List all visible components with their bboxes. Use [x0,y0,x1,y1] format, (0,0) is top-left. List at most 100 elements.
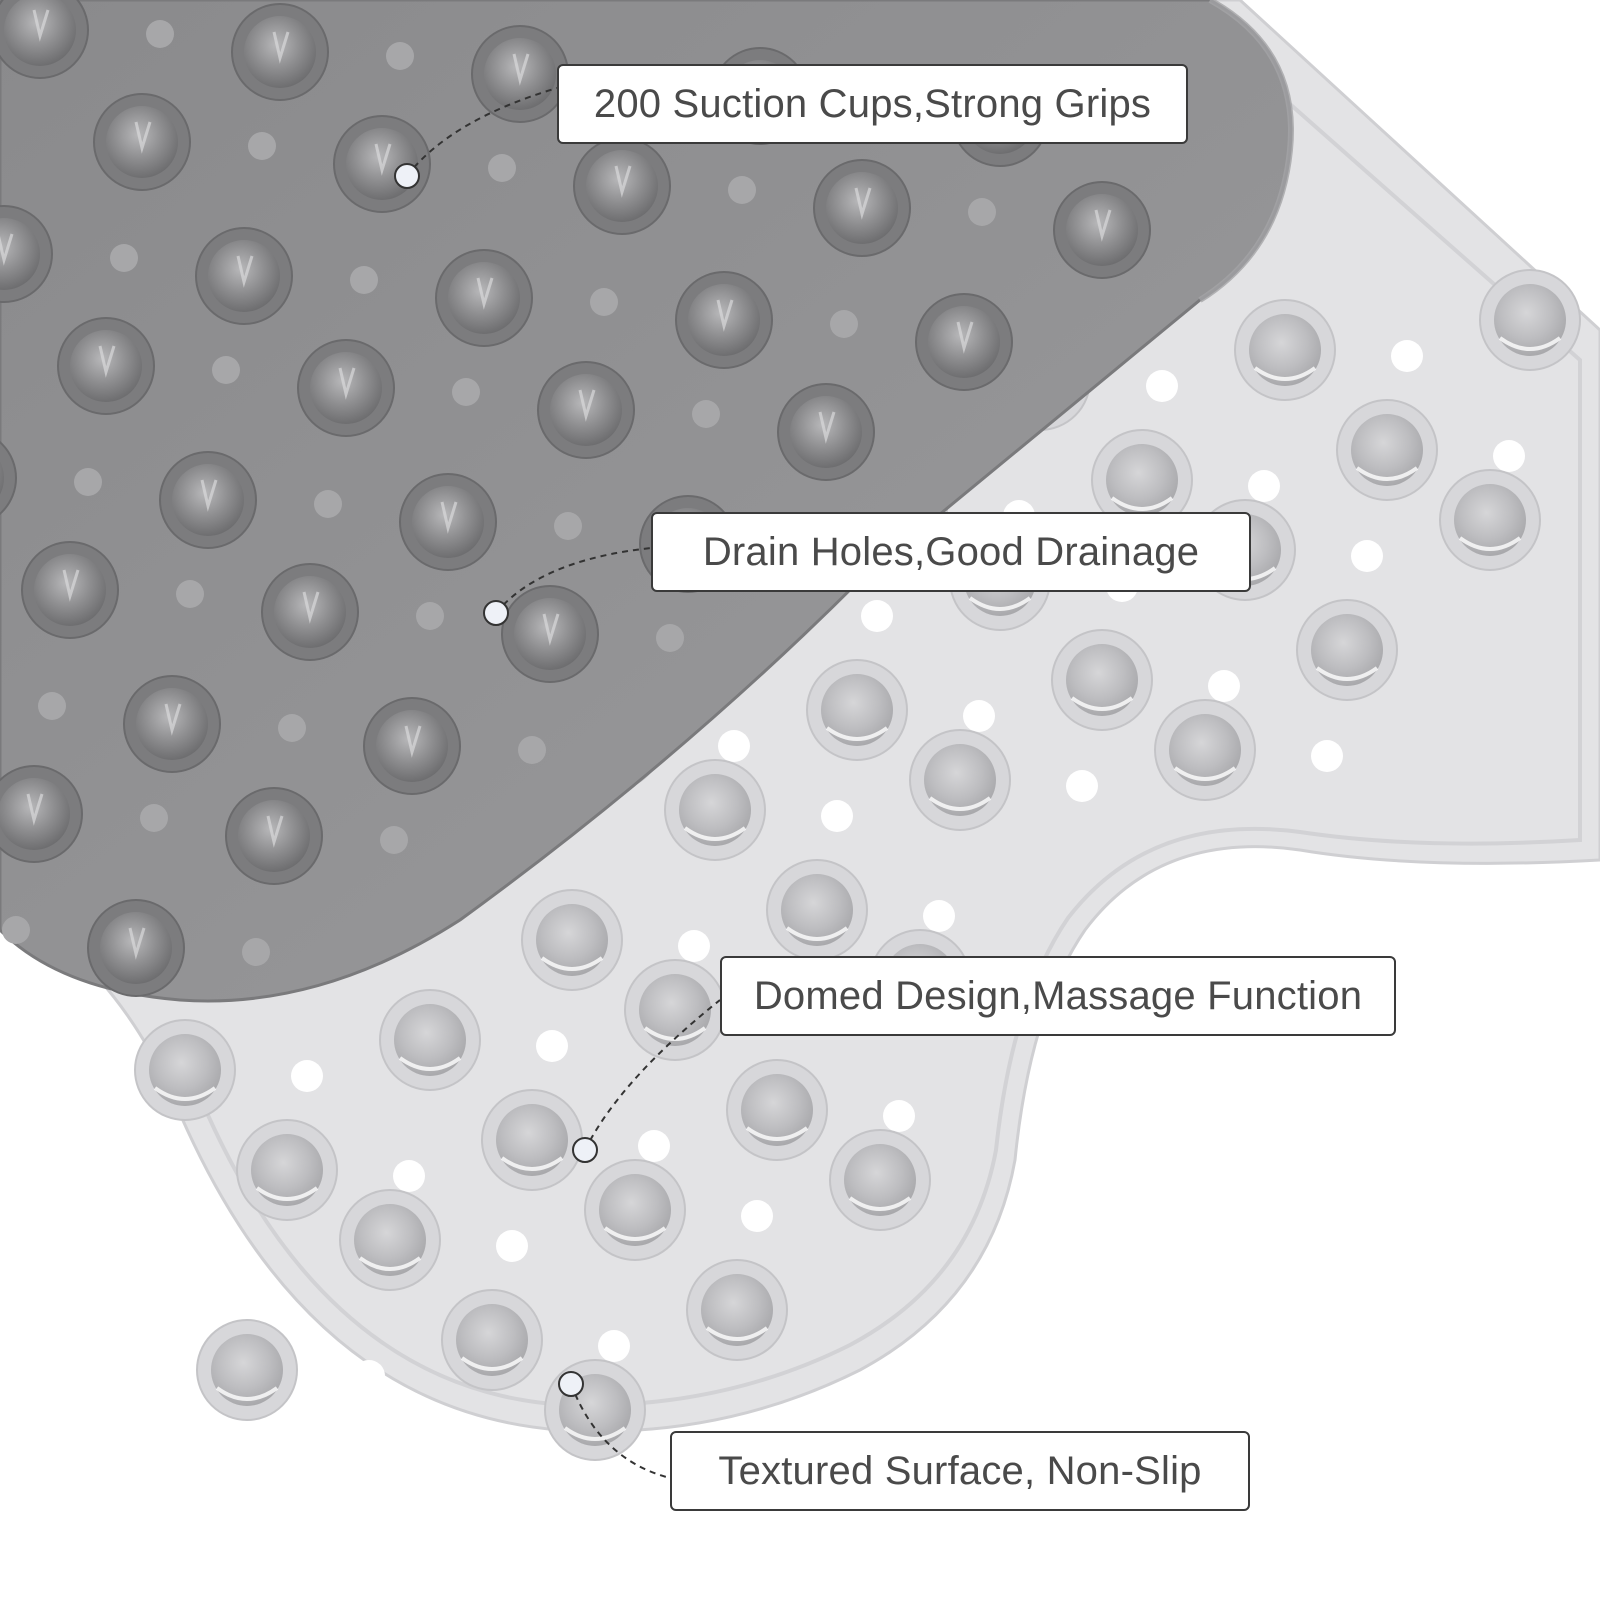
drain-hole-icon [656,624,684,652]
drain-hole-icon [496,1230,528,1262]
drain-hole-icon [861,600,893,632]
suction-cup-icon [333,115,431,213]
drain-hole-icon [38,692,66,720]
suction-cup-icon [123,675,221,773]
callout-textured-surface-label: Textured Surface, Non-Slip [718,1448,1202,1493]
suction-cup-icon [537,361,635,459]
drain-hole-icon [968,198,996,226]
drain-hole-icon [74,468,102,496]
drain-hole-icon [242,938,270,966]
suction-cup-icon [363,697,461,795]
leader-line-domed [584,999,721,1151]
suction-cup-icon [231,3,329,101]
callout-suction-cups-label: 200 Suction Cups,Strong Grips [593,81,1152,126]
drain-hole-icon [963,700,995,732]
dome-cup-icon [829,1129,931,1231]
drain-hole-icon [2,916,30,944]
dome-cup-icon [584,1159,686,1261]
leader-line-drain [495,547,652,614]
marker-textured-surface [558,1371,584,1397]
drain-hole-icon [452,378,480,406]
suction-cup-icon [471,25,569,123]
drain-hole-icon [291,1060,323,1092]
dome-cup-icon [544,1359,646,1461]
drain-hole-icon [1066,770,1098,802]
drain-hole-icon [1351,540,1383,572]
drain-hole-icon [718,730,750,762]
dome-cup-icon [1336,399,1438,501]
dome-cup-icon [441,1289,543,1391]
drain-hole-icon [923,900,955,932]
suction-cup-icon [87,899,185,997]
suction-cup-icon [435,249,533,347]
drain-hole-icon [380,826,408,854]
dome-cup-icon [521,889,623,991]
dome-cup-icon [1154,699,1256,801]
marker-domed-cup [572,1137,598,1163]
callout-textured-surface: Textured Surface, Non-Slip [670,1431,1250,1511]
drain-hole-icon [176,580,204,608]
drain-hole-icon [1311,740,1343,772]
drain-hole-icon [416,602,444,630]
suction-cup-icon [399,473,497,571]
marker-suction-cup [394,163,420,189]
drain-hole-icon [353,1360,385,1392]
drain-hole-icon [1391,340,1423,372]
suction-cup-icon [0,440,17,516]
dome-cup-icon [339,1189,441,1291]
suction-cup-icon [225,787,323,885]
drain-hole-icon [248,132,276,160]
drain-hole-icon [1493,440,1525,472]
marker-drain-hole [483,600,509,626]
suction-cup-icon [21,541,119,639]
drain-hole-icon [110,244,138,272]
dome-cup-icon [664,759,766,861]
callout-domed-design: Domed Design,Massage Function [720,956,1396,1036]
dome-cup-icon [726,1059,828,1161]
suction-cup-icon [0,765,83,863]
suction-cup-icon [0,205,53,303]
callout-drain-holes: Drain Holes,Good Drainage [651,512,1251,592]
drain-hole-icon [518,736,546,764]
suction-cup-icon [57,317,155,415]
suction-cup-icon [813,159,911,257]
dome-cup-icon [481,1089,583,1191]
suction-cup-icon [777,383,875,481]
dome-cup-icon [1091,429,1193,531]
dome-cup-icon [196,1319,298,1421]
suction-cup-icon [573,137,671,235]
callout-drain-holes-label: Drain Holes,Good Drainage [702,529,1200,574]
suction-cup-icon [297,339,395,437]
callout-suction-cups: 200 Suction Cups,Strong Grips [557,64,1188,144]
drain-hole-icon [1248,470,1280,502]
drain-hole-icon [741,1200,773,1232]
suction-cup-icon [159,451,257,549]
drain-hole-icon [554,512,582,540]
suction-cup-icon [195,227,293,325]
dome-cup-icon [1234,299,1336,401]
drain-hole-icon [1208,670,1240,702]
suction-cup-icon [0,0,89,79]
dome-cup-icon [236,1119,338,1221]
dome-cup-icon [1439,469,1541,571]
drain-hole-icon [830,310,858,338]
dome-cup-icon [766,859,868,961]
leader-line-suction [406,87,558,177]
drain-hole-icon [883,1100,915,1132]
drain-hole-icon [536,1030,568,1062]
suction-cup-icon [261,563,359,661]
drain-hole-icon [692,400,720,428]
drain-hole-icon [1146,370,1178,402]
suction-cup-icon [675,271,773,369]
drain-hole-icon [821,800,853,832]
dome-cup-icon [909,729,1011,831]
drain-hole-icon [598,1330,630,1362]
dome-cup-icon [624,959,726,1061]
drain-hole-icon [212,356,240,384]
callout-domed-design-label: Domed Design,Massage Function [753,973,1363,1018]
dome-cup-icon [1479,269,1581,371]
drain-hole-icon [590,288,618,316]
leader-line-textured [570,1383,671,1479]
